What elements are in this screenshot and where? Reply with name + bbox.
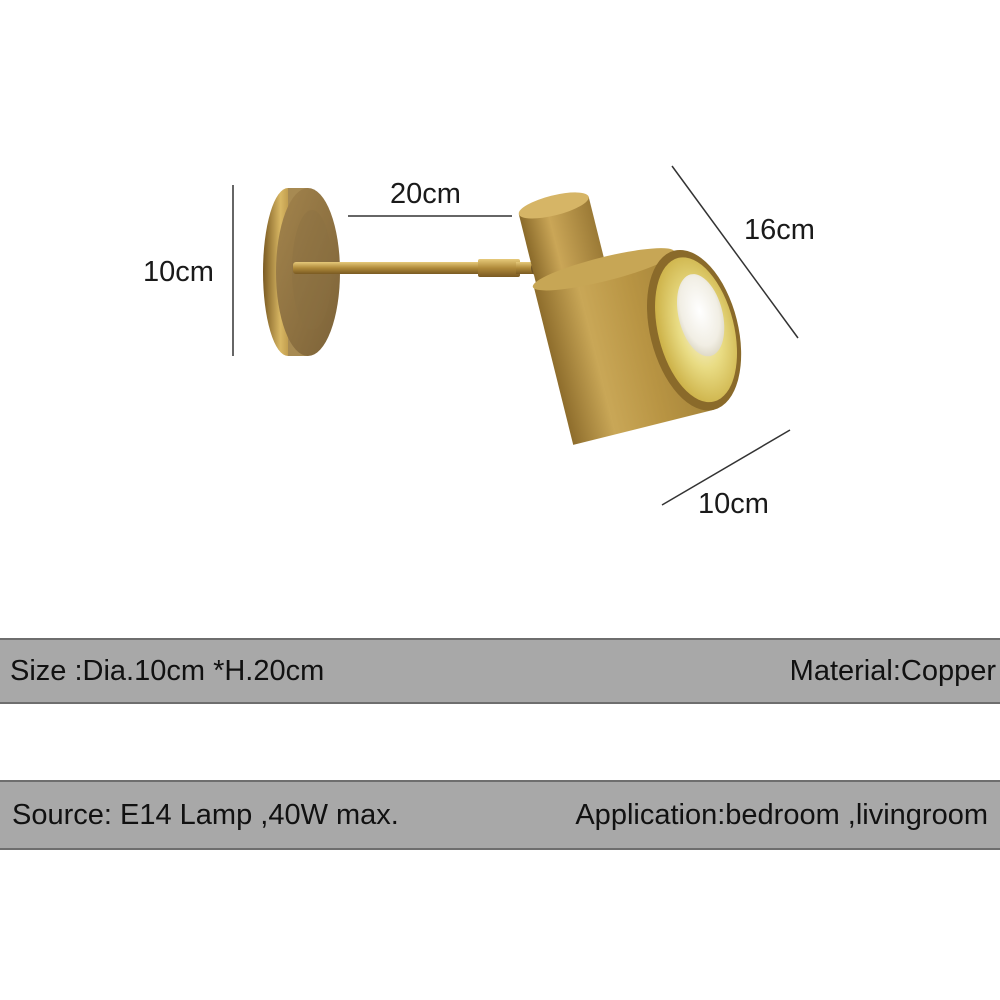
- shade-diameter-label: 10cm: [698, 488, 769, 520]
- spec-bar-source-application: Source: E14 Lamp ,40W max. Application:b…: [0, 780, 1000, 850]
- shade-length-line: [671, 165, 799, 339]
- material-spec: Material:Copper: [789, 654, 996, 687]
- lamp-shade: [518, 192, 742, 445]
- base-height-label: 10cm: [143, 256, 214, 288]
- size-spec: Size :Dia.10cm *H.20cm: [10, 654, 325, 687]
- wall-plate: [263, 188, 340, 356]
- arm-length-label: 20cm: [390, 178, 461, 210]
- wall-lamp-illustration: [232, 165, 799, 506]
- application-spec: Application:bedroom ,livingroom: [575, 798, 988, 831]
- shade-length-label: 16cm: [744, 214, 815, 246]
- spec-bar-size-material: Size :Dia.10cm *H.20cm Material:Copper: [0, 638, 1000, 704]
- shade-diameter-line: [661, 429, 791, 506]
- source-spec: Source: E14 Lamp ,40W max.: [12, 798, 399, 831]
